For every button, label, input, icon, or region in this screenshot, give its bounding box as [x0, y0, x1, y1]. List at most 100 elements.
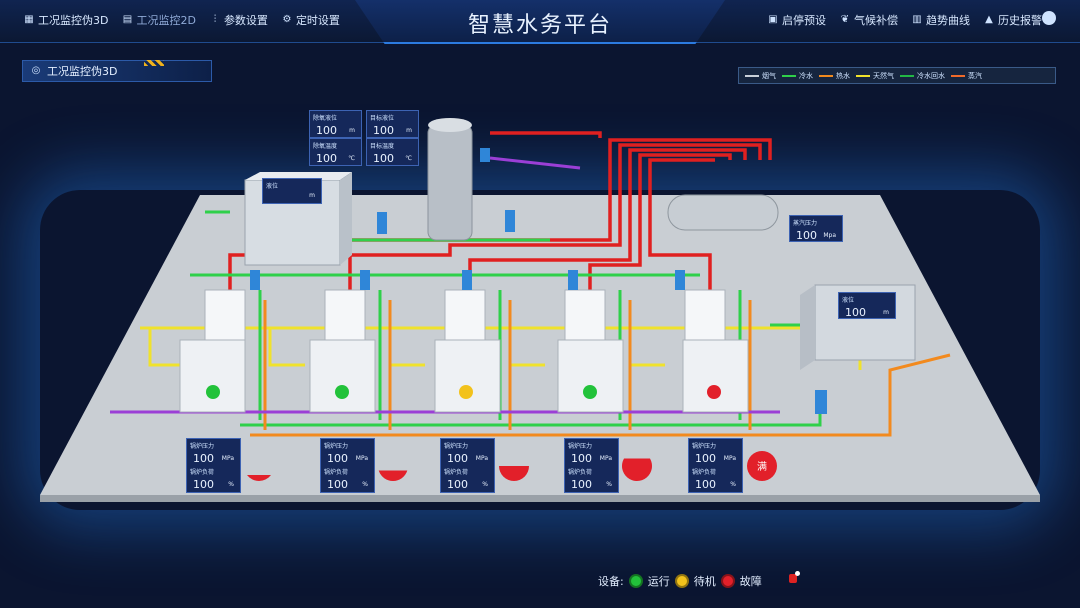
readout-value: 100: [695, 478, 716, 491]
page-title: 智慧水务平台: [467, 13, 612, 38]
readout-label: 锅炉压力: [692, 443, 717, 450]
readout-unit: m: [406, 127, 412, 134]
readout-value-row: 100%: [187, 478, 240, 491]
readout-unit: MPa: [723, 455, 736, 462]
status-label-fault: 故障: [739, 575, 762, 588]
nav-label: 历史报警: [998, 14, 1042, 27]
steam-header-drum: [667, 194, 779, 231]
title-plate: 智慧水务平台: [355, 0, 725, 44]
left-tank-level-readout: 液位 m: [262, 178, 322, 204]
readout-unit: %: [730, 481, 736, 488]
printer-icon: ▣: [768, 14, 778, 25]
bell-icon: ▲: [985, 14, 993, 25]
panel-tab[interactable]: ◎ 工况监控伪3D: [22, 60, 212, 82]
readout-value: 100: [327, 452, 348, 465]
steam-pipes: [228, 131, 772, 300]
nav-item-alarm-history[interactable]: ▲ 历史报警: [984, 12, 1042, 28]
status-dot-standby: [674, 574, 689, 588]
pipe-legend: 烟气 冷水 热水 天然气 冷水回水 蒸汽: [738, 67, 1056, 84]
readout-value: 100: [695, 452, 716, 465]
nav-item-params[interactable]: ⫶参数设置: [210, 12, 268, 28]
legend-label: 烟气: [762, 71, 776, 80]
nav-item-climate[interactable]: ❦气候补偿: [840, 12, 898, 28]
readout-label: 锅炉负荷: [190, 469, 215, 476]
panel-tab-label: 工况监控伪3D: [47, 65, 118, 78]
readout-unit: %: [362, 481, 368, 488]
load-gauge: [378, 470, 408, 481]
alarm-light-icon[interactable]: [789, 571, 800, 583]
readout-unit: m: [349, 127, 355, 134]
legend-label: 蒸汽: [968, 71, 982, 80]
readout-unit: MPa: [475, 455, 488, 462]
platform: [40, 195, 1040, 495]
legend-swatch: [745, 74, 759, 77]
nav-label: 启停预设: [782, 14, 826, 27]
nav-item-trend[interactable]: ▥趋势曲线: [912, 12, 970, 28]
deaerator-temp-readout: 除氧温度 100℃: [309, 138, 362, 166]
readout-value-row: 100%: [689, 478, 742, 491]
readout-value: 100: [316, 124, 337, 137]
legend-label: 冷水: [799, 71, 813, 80]
nav-left: ▦工况监控伪3D ▤工况监控2D ⫶参数设置 ⚙定时设置: [24, 12, 340, 28]
readout-label: 除氧液位: [313, 115, 338, 122]
readout-value: 100: [447, 478, 468, 491]
readout-unit: m: [309, 192, 315, 199]
boiler-1: [179, 289, 246, 413]
readout-label: 蒸汽压力: [793, 220, 818, 227]
legend-item: 蒸汽: [951, 71, 982, 81]
readout-value-row: 100 m: [310, 124, 361, 137]
boiler-2: [309, 289, 376, 413]
sliders-icon: ⫶: [213, 14, 217, 25]
gear-icon: ⚙: [282, 14, 292, 25]
hot-water-pipes: [250, 300, 951, 437]
target-icon: ◎: [31, 65, 41, 76]
readout-label: 目标液位: [370, 115, 395, 122]
readout-label: 锅炉压力: [568, 443, 593, 450]
load-gauge: [747, 451, 777, 481]
bar-chart-icon: ▥: [912, 14, 922, 25]
readout-value: 100: [571, 478, 592, 491]
legend-item: 冷水: [782, 71, 813, 81]
readout-value-row: 100%: [321, 478, 374, 491]
nav-label: 工况监控伪3D: [38, 14, 109, 27]
readout-value-row: 100%: [441, 478, 494, 491]
decor-stripes: [144, 60, 164, 66]
readout-label: 锅炉压力: [190, 443, 215, 450]
legend-item: 热水: [819, 71, 850, 81]
legend-label: 天然气: [873, 71, 894, 80]
load-gauge: [622, 458, 653, 482]
nav-item-monitor-3d[interactable]: ▦工况监控伪3D: [24, 12, 108, 28]
readout-label: 锅炉负荷: [444, 469, 469, 476]
legend-label: 冷水回水: [917, 71, 945, 80]
deaerator-target-temp-readout: 目标温度 100℃: [366, 138, 419, 166]
nav-right: ▣ 启停预设 ❦气候补偿 ▥趋势曲线 ▲ 历史报警: [768, 12, 1042, 28]
boiler-status-lamp: [707, 385, 721, 399]
readout-unit: ℃: [405, 155, 412, 162]
device-status-legend: 设备: 运行 待机 故障: [598, 573, 762, 589]
nav-item-monitor-2d[interactable]: ▤工况监控2D: [122, 12, 196, 28]
readout-unit: %: [228, 481, 234, 488]
boiler-4: [557, 289, 624, 413]
nav-item-start-stop[interactable]: ▣ 启停预设: [768, 12, 826, 28]
readout-label: 液位: [842, 297, 855, 304]
user-icon[interactable]: [1042, 11, 1056, 25]
readout-label: 锅炉负荷: [692, 469, 717, 476]
readout-value: 100: [447, 452, 468, 465]
nav-item-schedule[interactable]: ⚙定时设置: [282, 12, 339, 28]
status-dot-fault: [720, 574, 735, 588]
readout-label: 锅炉负荷: [324, 469, 349, 476]
readout-unit: %: [482, 481, 488, 488]
legend-swatch: [856, 74, 870, 77]
readout-unit: MPa: [599, 455, 612, 462]
readout-unit: ℃: [348, 155, 355, 162]
